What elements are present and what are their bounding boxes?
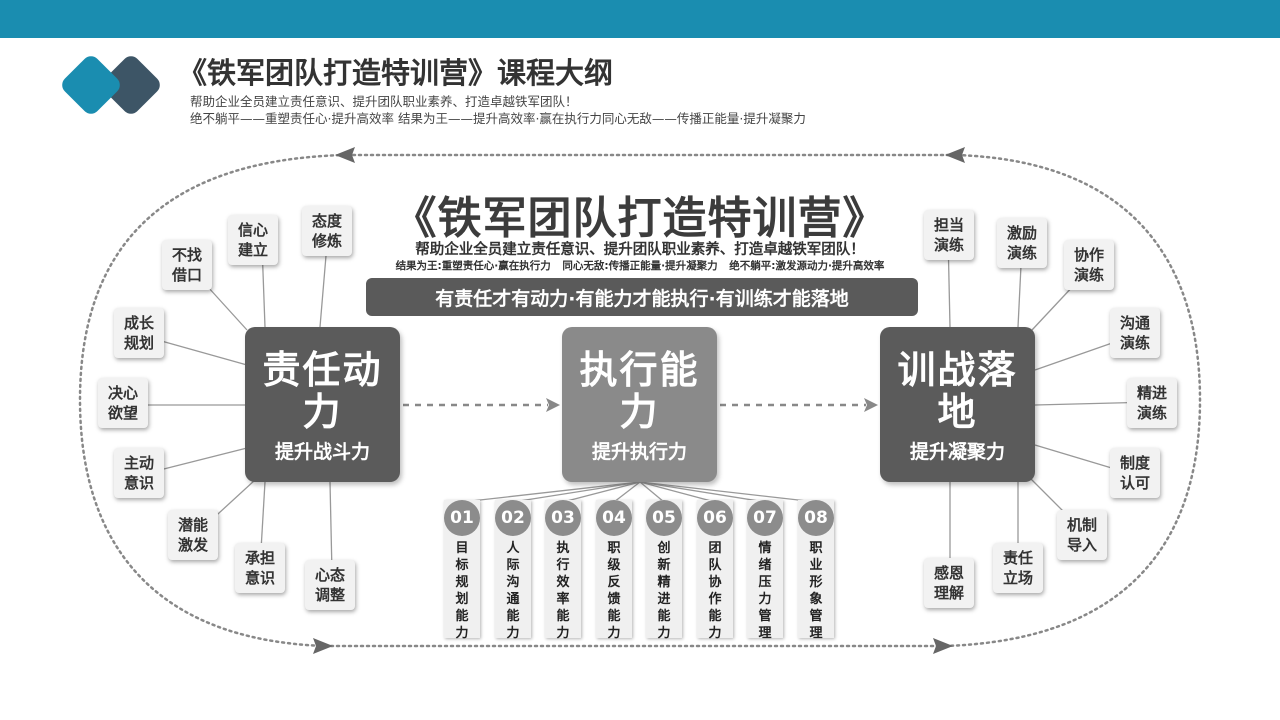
page-subtitle-2: 绝不躺平——重塑责任心·提升高效率 结果为王——提升高效率·赢在执行力同心无敌—… [190, 111, 806, 126]
pillar-responsibility: 责任动力 提升战斗力 [245, 327, 400, 482]
ability-number: 04 [596, 500, 632, 536]
right-item-bubble: 激励演练 [997, 218, 1047, 268]
ability-card: 07 情绪压力管理 [747, 500, 783, 641]
ability-number: 01 [444, 500, 480, 536]
left-item-bubble: 承担意识 [235, 543, 285, 593]
ability-number: 07 [747, 500, 783, 536]
core-banner: 有责任才有动力·有能力才能执行·有训练才能落地 [366, 278, 918, 316]
ability-label: 人际沟通能力 [506, 541, 520, 641]
left-item-bubble: 心态调整 [305, 560, 355, 610]
right-item-bubble: 协作演练 [1064, 240, 1114, 290]
pillar-title: 责任动力 [262, 348, 383, 434]
top-accent-bar [0, 0, 1280, 38]
ability-number: 02 [495, 500, 531, 536]
right-item-bubble: 机制导入 [1057, 510, 1107, 560]
ability-card: 03 执行效率能力 [545, 500, 581, 641]
left-item-bubble: 不找借口 [162, 240, 212, 290]
right-item-bubble: 感恩理解 [924, 558, 974, 608]
right-item-bubble: 担当演练 [924, 210, 974, 260]
page-title: 《铁军团队打造特训营》课程大纲 [178, 56, 614, 90]
pillar-execution: 执行能力 提升执行力 [562, 327, 717, 482]
right-item-bubble: 责任立场 [993, 543, 1043, 593]
left-item-bubble: 主动意识 [114, 448, 164, 498]
right-item-bubble: 制度认可 [1110, 448, 1160, 498]
ability-card: 08 职业形象管理 [798, 500, 834, 641]
left-item-bubble: 潜能激发 [168, 510, 218, 560]
ability-label: 执行效率能力 [556, 541, 570, 641]
ability-label: 情绪压力管理 [758, 541, 772, 641]
logo-diamonds-icon [62, 56, 160, 114]
ability-card: 04 职级反馈能力 [596, 500, 632, 641]
left-item-bubble: 成长规划 [114, 308, 164, 358]
pillar-title: 训战落地 [897, 348, 1018, 434]
ability-card: 06 团队协作能力 [697, 500, 733, 641]
diagram-slogan-2: 结果为王:重塑责任心·赢在执行力 同心无敌:传播正能量·提升凝聚力 绝不躺平:激… [395, 260, 885, 272]
left-item-bubble: 决心欲望 [98, 378, 148, 428]
diagram-slogan-1: 帮助企业全员建立责任意识、提升团队职业素养、打造卓越铁军团队！ [415, 242, 865, 258]
ability-card: 05 创新精进能力 [646, 500, 682, 641]
ability-label: 目标规划能力 [455, 541, 469, 641]
pillar-title: 执行能力 [579, 348, 700, 434]
ability-label: 创新精进能力 [657, 541, 671, 641]
right-item-bubble: 精进演练 [1127, 378, 1177, 428]
pillar-training: 训战落地 提升凝聚力 [880, 327, 1035, 482]
ability-card: 02 人际沟通能力 [495, 500, 531, 641]
ability-label: 职级反馈能力 [607, 541, 621, 641]
pillar-caption: 提升执行力 [591, 441, 687, 463]
ability-number: 03 [545, 500, 581, 536]
ability-number: 06 [697, 500, 733, 536]
page-subtitle-1: 帮助企业全员建立责任意识、提升团队职业素养、打造卓越铁军团队！ [190, 94, 578, 109]
ability-label: 职业形象管理 [809, 541, 823, 641]
pillar-caption: 提升战斗力 [274, 441, 370, 463]
diagram-title: 《铁军团队打造特训营》 [392, 193, 888, 244]
left-item-bubble: 态度修炼 [302, 206, 352, 256]
pillar-caption: 提升凝聚力 [909, 441, 1005, 463]
left-item-bubble: 信心建立 [228, 215, 278, 265]
ability-card: 01 目标规划能力 [444, 500, 480, 641]
ability-number: 08 [798, 500, 834, 536]
ability-label: 团队协作能力 [708, 541, 722, 641]
ability-number: 05 [646, 500, 682, 536]
right-item-bubble: 沟通演练 [1110, 308, 1160, 358]
